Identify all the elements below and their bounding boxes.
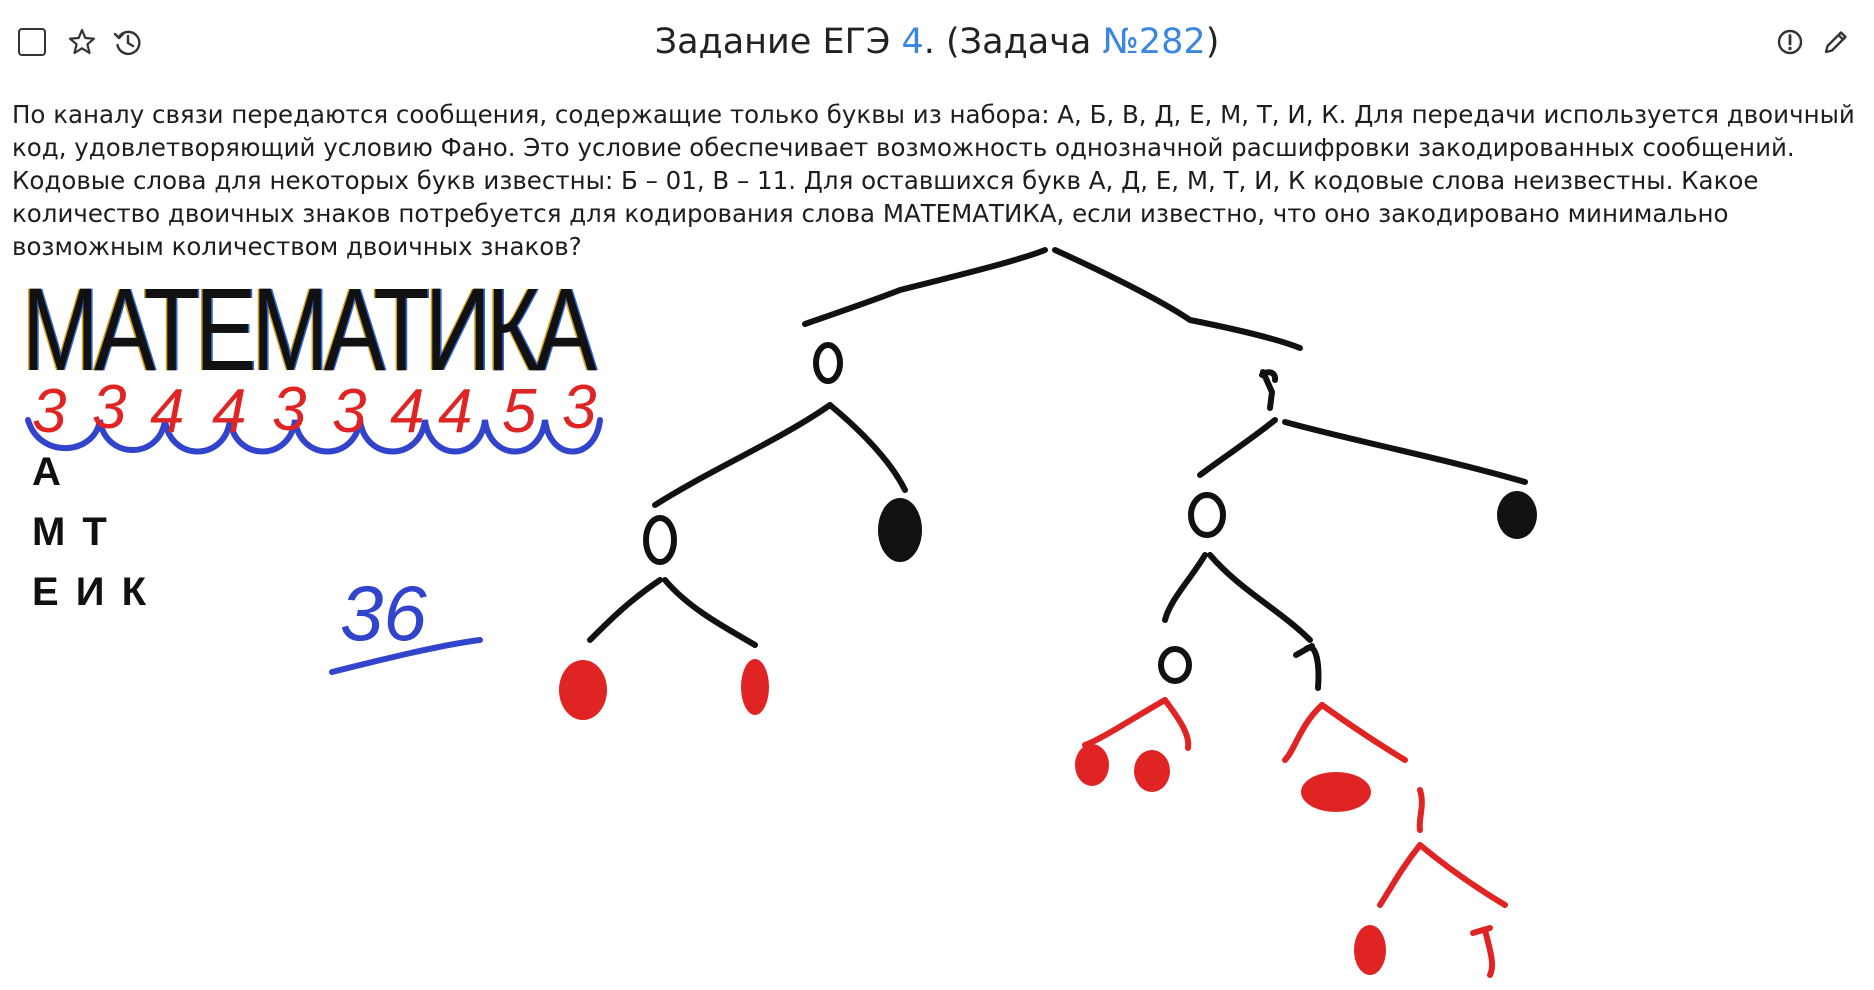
group-two-letters: М Т xyxy=(32,510,107,554)
title-prefix: Задание ЕГЭ xyxy=(654,22,902,62)
filled-black-leaves xyxy=(878,491,1537,562)
group-one-letter: А xyxy=(32,450,61,494)
problem-statement: По каналу связи передаются сообщения, со… xyxy=(12,100,1855,261)
warning-icon[interactable] xyxy=(1774,26,1806,58)
blue-loops xyxy=(25,417,603,455)
code-tree xyxy=(587,247,1528,691)
filled-red-leaves xyxy=(559,659,1386,975)
checkbox-icon[interactable] xyxy=(16,26,48,58)
title-middle: . (Задача xyxy=(923,22,1103,62)
title-suffix: ) xyxy=(1205,22,1220,62)
group-three-letters: Е И К xyxy=(32,570,147,614)
star-icon[interactable] xyxy=(66,26,98,58)
word-image: МАТЕМАТИКА xyxy=(22,264,597,396)
total-underline xyxy=(329,637,483,675)
total-count: 36 xyxy=(340,569,427,657)
problem-number-link[interactable]: №282 xyxy=(1102,22,1206,62)
history-icon[interactable] xyxy=(112,26,144,58)
task-number-link[interactable]: 4 xyxy=(901,22,924,62)
task-header: Задание ЕГЭ 4. (Задача №282) xyxy=(0,0,1874,86)
page-title: Задание ЕГЭ 4. (Задача №282) xyxy=(0,20,1874,64)
red-branches xyxy=(1082,697,1508,978)
edit-icon[interactable] xyxy=(1820,26,1852,58)
